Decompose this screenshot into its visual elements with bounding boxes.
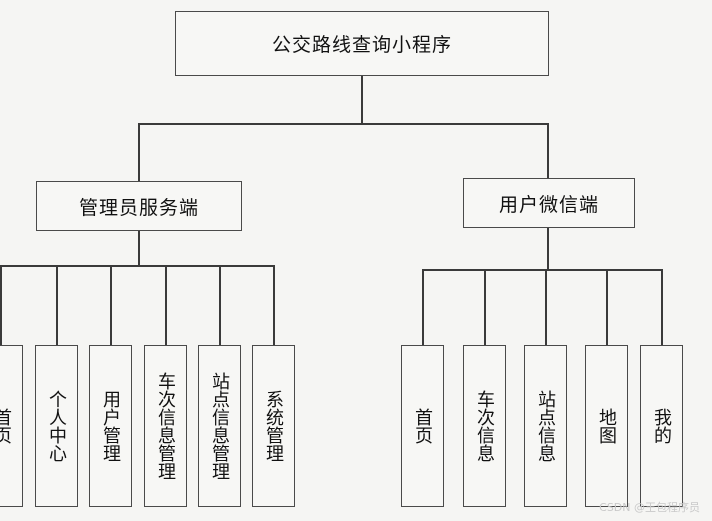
connector-to-admin	[138, 123, 140, 183]
user-child-mine: 我的	[640, 345, 683, 507]
connector-user-child-4	[606, 269, 608, 346]
connector-admin-child-6	[273, 265, 275, 346]
user-child-map: 地图	[585, 345, 628, 507]
connector-user-child-3	[545, 269, 547, 346]
connector-admin-bus	[0, 265, 274, 267]
admin-branch-node: 管理员服务端	[36, 181, 242, 231]
admin-child-personal-center: 个人中心	[35, 345, 78, 507]
connector-admin-child-1	[0, 265, 2, 346]
connector-admin-down	[138, 230, 140, 266]
connector-user-down	[547, 227, 549, 270]
user-child-home: 首页	[401, 345, 444, 507]
admin-child-user-management: 用户管理	[89, 345, 132, 507]
connector-root-down	[361, 75, 363, 124]
admin-child-system-management: 系统管理	[252, 345, 295, 507]
user-child-station-info: 站点信息	[524, 345, 567, 507]
connector-user-child-5	[661, 269, 663, 346]
watermark-text: CSDN @王包程序员	[599, 501, 700, 514]
connector-admin-child-4	[165, 265, 167, 346]
user-child-trip-info: 车次信息	[463, 345, 506, 507]
connector-top-bus	[138, 123, 549, 125]
connector-user-child-2	[484, 269, 486, 346]
admin-child-home: 首页	[0, 345, 23, 507]
connector-user-bus	[422, 269, 662, 271]
user-branch-node: 用户微信端	[463, 178, 635, 228]
admin-child-station-info-management: 站点信息管理	[198, 345, 241, 507]
connector-user-child-1	[422, 269, 424, 346]
connector-admin-child-3	[110, 265, 112, 346]
admin-child-trip-info-management: 车次信息管理	[144, 345, 187, 507]
connector-admin-child-2	[56, 265, 58, 346]
connector-to-user	[547, 123, 549, 180]
connector-admin-child-5	[219, 265, 221, 346]
root-node: 公交路线查询小程序	[175, 11, 549, 76]
